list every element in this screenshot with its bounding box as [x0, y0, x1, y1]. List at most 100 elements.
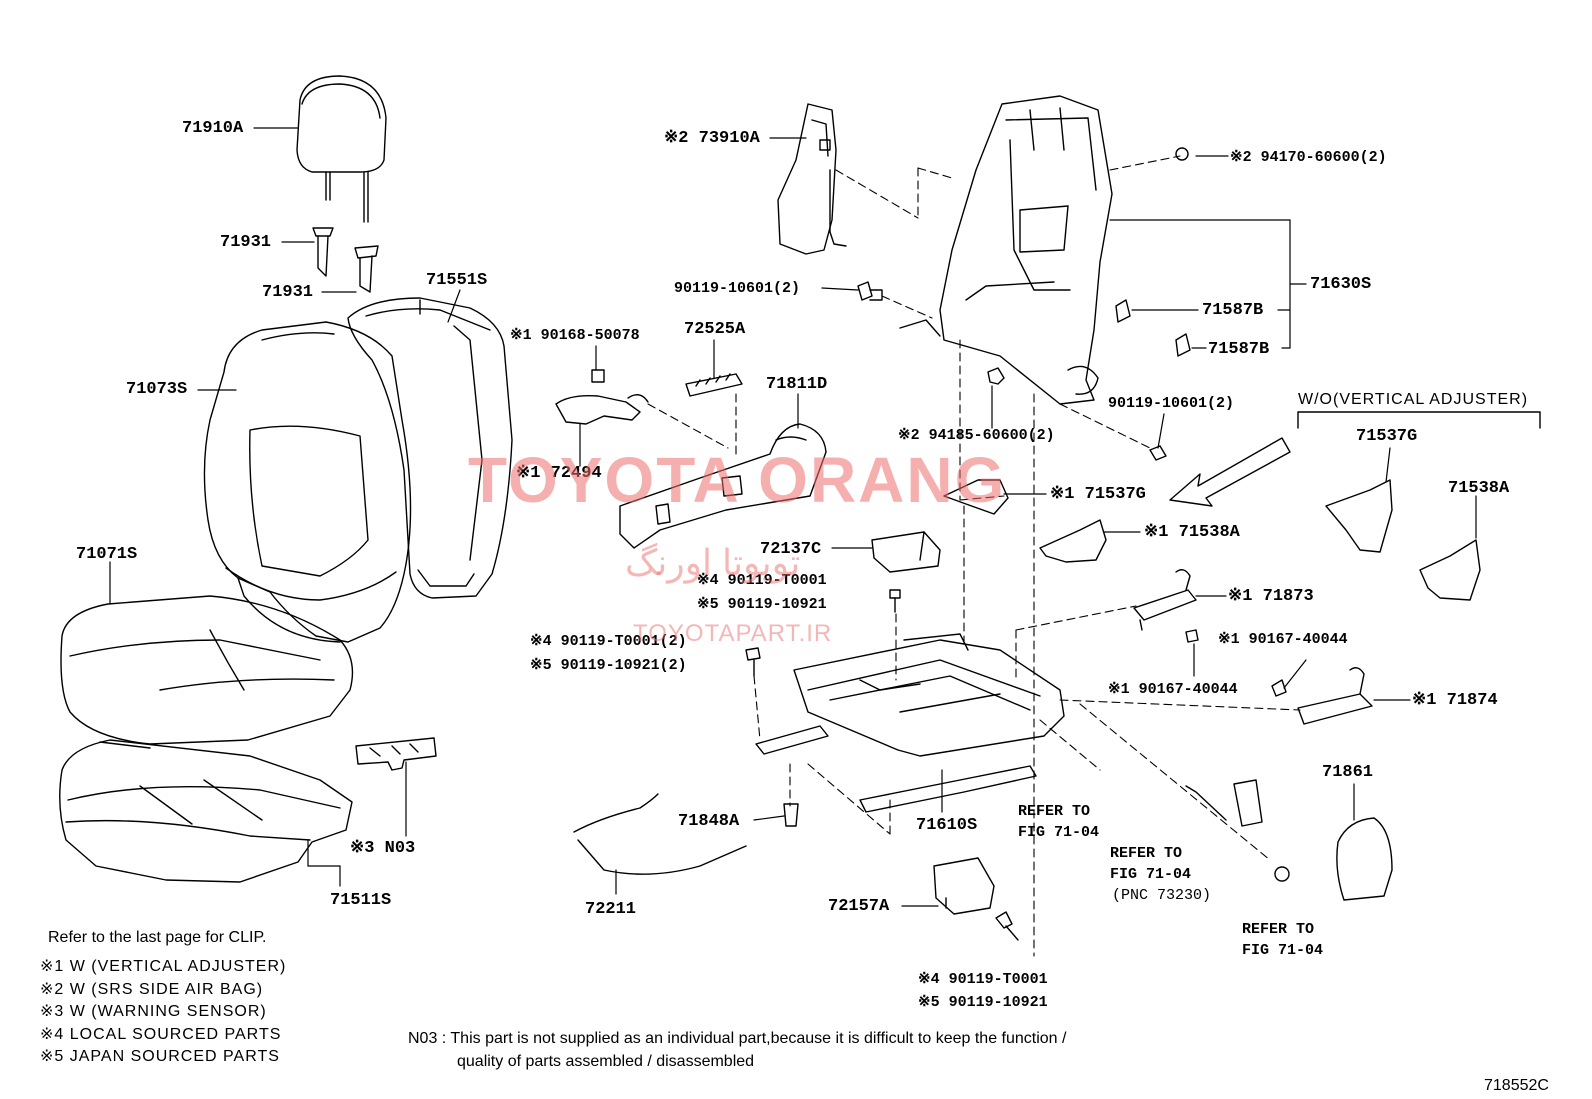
- wo-group-arrow: [1169, 437, 1291, 507]
- callout-72157a: 72157A: [828, 897, 890, 916]
- callout-71630s: 71630S: [1310, 275, 1372, 294]
- bolt-90119-t0001-left: [745, 647, 761, 677]
- figure-id: 718552C: [1484, 1077, 1549, 1094]
- seatback-pad-drawing: [347, 297, 513, 599]
- callout-90119-10921-lower: ※5 90119-10921: [918, 994, 1048, 1011]
- callout-71587b-b: 71587B: [1208, 340, 1270, 359]
- cover-71861-drawing: [1336, 817, 1393, 901]
- seat-cushion-cover-drawing: [60, 595, 354, 745]
- refer-2-line-2: FIG 71-04: [1110, 866, 1192, 883]
- callout-71873: ※1 71873: [1228, 587, 1314, 606]
- refer-2-line-1: REFER TO: [1110, 845, 1183, 862]
- callout-90119-t0001-upper: ※4 90119-T0001: [697, 572, 827, 589]
- callout-71511s: 71511S: [330, 891, 392, 910]
- refer-1-line-1: REFER TO: [1018, 803, 1091, 820]
- cover-72157a-drawing: [933, 857, 995, 915]
- footnote-line-2: quality of parts assembled / disassemble…: [457, 1053, 755, 1070]
- headrest-guide-drawing: [312, 227, 379, 293]
- callout-72211: 72211: [585, 900, 637, 919]
- callout-71861: 71861: [1322, 763, 1374, 782]
- bolt-90119-t0001-upper: [889, 589, 901, 613]
- stopper-71848a-drawing: [783, 803, 799, 827]
- callout-71538a-a: ※1 71538A: [1144, 523, 1240, 542]
- cover-71538a-b-drawing: [1419, 539, 1481, 601]
- cover-71537g-a-drawing: [943, 479, 1009, 515]
- callout-90168-50078: ※1 90168-50078: [510, 327, 640, 344]
- callout-94170-60600: ※2 94170-60600(2): [1230, 149, 1387, 166]
- callout-71537g-a: ※1 71537G: [1050, 485, 1146, 504]
- legend-item-2: ※2 W (SRS SIDE AIR BAG): [40, 980, 264, 998]
- callout-90119-10921-left: ※5 90119-10921(2): [530, 657, 687, 674]
- wo-group-bracket: [1297, 411, 1541, 429]
- watermark-url: TOYOTAPART.IR: [633, 620, 833, 647]
- watermark-persian: تویوتا اورنگ: [625, 542, 801, 583]
- callout-90119-t0001-lower: ※4 90119-T0001: [918, 971, 1048, 988]
- callout-71073s: 71073S: [126, 380, 188, 399]
- callout-73910a: ※2 73910A: [664, 129, 760, 148]
- callout-72525a: 72525A: [684, 320, 746, 339]
- callout-71874: ※1 71874: [1412, 691, 1498, 710]
- sensor-n03-drawing: [355, 737, 437, 771]
- cover-71538a-a-drawing: [1039, 519, 1107, 563]
- nut-94170-drawing: [1175, 147, 1189, 161]
- callout-71538a-b: 71538A: [1448, 479, 1510, 498]
- callout-90119-10601-right: 90119-10601(2): [1108, 395, 1235, 412]
- legend-item-5: ※5 JAPAN SOURCED PARTS: [40, 1048, 280, 1065]
- side-airbag-drawing: [777, 103, 847, 255]
- callout-90119-10601-left: 90119-10601(2): [674, 280, 801, 297]
- footnote-line-1: N03 : This part is not supplied as an in…: [408, 1030, 1067, 1047]
- clip-71587b-a-drawing: [1115, 299, 1131, 323]
- callout-71071s: 71071S: [76, 545, 138, 564]
- refer-3-line-1: REFER TO: [1242, 921, 1315, 938]
- cover-71537g-b-drawing: [1325, 479, 1393, 553]
- callout-72494: ※1 72494: [516, 464, 602, 483]
- callout-90167-40044-b: ※1 90167-40044: [1108, 681, 1238, 698]
- bolt-90119-10601-right: [1149, 445, 1167, 461]
- clip-71587b-b-drawing: [1175, 333, 1191, 357]
- callout-71610s: 71610S: [916, 816, 978, 835]
- bolt-90119-10601-left: [857, 281, 883, 301]
- legend-item-1: ※1 W (VERTICAL ADJUSTER): [40, 958, 287, 975]
- nut-94185-drawing: [987, 367, 1005, 385]
- wire-72211-drawing: [573, 793, 747, 875]
- callout-71537g-b: 71537G: [1356, 427, 1418, 446]
- callout-71931-top: 71931: [220, 233, 272, 252]
- callout-n03: ※3 N03: [350, 839, 416, 858]
- watermark-main: TOYOTA ORANG: [468, 444, 1007, 516]
- seatback-frame-71630s-drawing: [899, 95, 1113, 405]
- seatback-cover-drawing: [203, 321, 412, 643]
- knob-72137c-drawing: [871, 531, 941, 573]
- callout-71551s: 71551S: [426, 271, 488, 290]
- handle-71874-drawing: [1297, 667, 1373, 725]
- handle-71873-drawing: [1133, 569, 1197, 631]
- callout-71848a: 71848A: [678, 812, 740, 831]
- bolt-90119-t0001-lower: [995, 911, 1019, 941]
- callout-90119-10921-upper: ※5 90119-10921: [697, 596, 827, 613]
- seat-cushion-pad-drawing: [59, 739, 353, 883]
- refer-3-line-2: FIG 71-04: [1242, 942, 1324, 959]
- assembly-dashed-lines: [647, 155, 1301, 957]
- headrest-drawing: [296, 75, 387, 223]
- leader-lines: [109, 127, 1477, 907]
- screw-90167-b-drawing: [1271, 679, 1287, 697]
- clip-note: Refer to the last page for CLIP.: [48, 929, 267, 946]
- nut-right-drawing: [1274, 866, 1290, 882]
- callout-71587b-a: 71587B: [1202, 301, 1264, 320]
- lever-72525a-drawing: [685, 373, 743, 397]
- seat-adjuster-71610s-drawing: [755, 633, 1065, 813]
- callout-71910a: 71910A: [182, 119, 244, 138]
- callout-94185-60600: ※2 94185-60600(2): [898, 427, 1055, 444]
- callout-71931-bottom: 71931: [262, 283, 314, 302]
- legend: ※1 W (VERTICAL ADJUSTER) ※2 W (SRS SIDE …: [40, 956, 286, 1069]
- callout-90119-t0001-left: ※4 90119-T0001(2): [530, 633, 687, 650]
- belt-buckle-drawing: [1185, 779, 1263, 827]
- screw-90167-a-drawing: [1185, 629, 1199, 643]
- refer-2-line-3: (PNC 73230): [1112, 887, 1212, 904]
- callout-90167-40044-a: ※1 90167-40044: [1218, 631, 1348, 648]
- callout-71811d: 71811D: [766, 375, 828, 394]
- wo-vertical-adjuster-header: W/O(VERTICAL ADJUSTER): [1298, 391, 1529, 408]
- callout-72137c: 72137C: [760, 540, 822, 559]
- legend-item-3: ※3 W (WARNING SENSOR): [40, 1003, 267, 1020]
- legend-item-4: ※4 LOCAL SOURCED PARTS: [40, 1025, 282, 1043]
